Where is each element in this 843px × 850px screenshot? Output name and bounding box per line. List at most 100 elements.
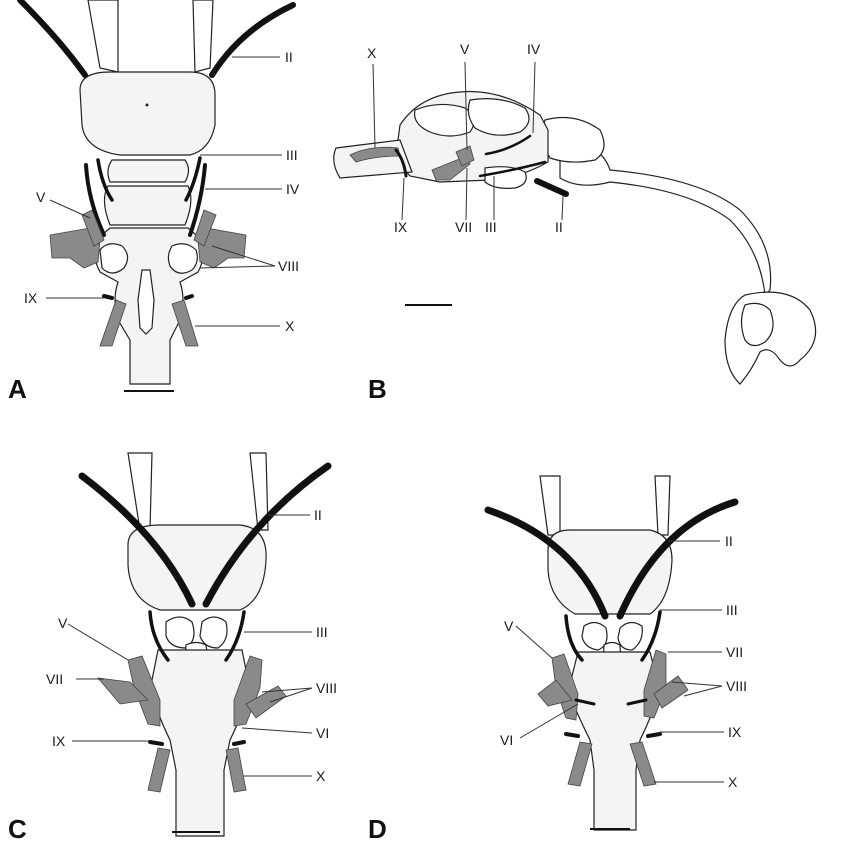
c-nerve-ix-left	[148, 740, 164, 746]
c-nerve-ii-right	[202, 462, 332, 608]
d-nerve-vi-left	[574, 698, 596, 706]
c-label-x: X	[316, 768, 326, 784]
b-label-iv: IV	[527, 41, 541, 57]
a-cerebellum	[103, 185, 192, 226]
a-label-x: X	[285, 318, 295, 334]
b-leader-v	[464, 61, 468, 151]
b-label-x: X	[367, 45, 377, 61]
d-nerve-ix-left	[564, 732, 580, 738]
a-leader-viii-2	[199, 265, 276, 269]
c-leader-viii-2	[269, 687, 313, 703]
a-auricle-left	[99, 243, 129, 274]
a-nerve-iv-left	[84, 163, 106, 237]
c-nerve-iii-right	[224, 610, 246, 662]
a-fourth-ventricle	[137, 269, 155, 335]
a-auricle-right	[167, 243, 198, 274]
panel-d: II III V VII VIII VI IX X D	[368, 475, 747, 844]
b-hypothalamus	[484, 166, 527, 189]
c-nerve-vii-left	[97, 677, 149, 705]
d-tract-stems	[539, 475, 671, 536]
b-label-v: V	[460, 41, 470, 57]
a-nerve-x-right	[171, 299, 199, 347]
a-label-iii: III	[286, 147, 298, 163]
b-label-ix: IX	[394, 219, 408, 235]
a-nerve-ix-left	[102, 294, 114, 300]
c-label-ix: IX	[52, 733, 66, 749]
panel-c: II V III VII VIII IX VI X C	[8, 452, 337, 844]
d-hindbrain	[567, 651, 661, 831]
d-nerve-ix-right	[646, 732, 662, 738]
c-label-viii: VIII	[316, 680, 337, 696]
a-nerve-ix-right	[184, 294, 194, 300]
a-nerve-v-trunk-right	[193, 209, 217, 247]
b-label-ii: II	[555, 219, 563, 235]
b-leader-ix	[401, 177, 405, 221]
c-nerve-iii-left	[148, 610, 170, 662]
b-panel-letter: B	[368, 374, 387, 404]
b-leader-ii	[561, 195, 564, 221]
b-nerve-v	[455, 145, 475, 167]
c-nerve-v-right	[233, 655, 263, 727]
d-label-vi: VI	[500, 732, 513, 748]
a-tract-stems	[87, 0, 214, 73]
a-label-ii: II	[285, 49, 293, 65]
d-label-x: X	[728, 774, 738, 790]
a-nerve-iii-right	[184, 156, 202, 202]
d-leader-v	[515, 625, 553, 659]
b-nerve-ix	[394, 148, 408, 178]
d-leader-viii-2	[683, 685, 723, 697]
d-leader-vi	[519, 703, 579, 739]
a-nerve-ii-left	[17, 0, 88, 78]
a-label-v: V	[36, 189, 46, 205]
c-tract-stems	[127, 452, 269, 531]
c-nerve-ii-left	[78, 472, 196, 608]
d-label-viii: VIII	[726, 678, 747, 694]
b-leader-vii	[465, 167, 468, 221]
b-eye-inner	[740, 302, 774, 347]
d-nerve-ii-right	[616, 498, 739, 620]
c-label-ii: II	[314, 507, 322, 523]
d-leader-viii-1	[671, 681, 723, 687]
b-label-iii: III	[485, 219, 497, 235]
d-nerve-ii-left	[484, 506, 609, 620]
a-midline-dot	[145, 103, 149, 107]
c-label-iii: III	[316, 624, 328, 640]
b-nerve-iii	[478, 160, 547, 178]
b-optic-tectum	[467, 98, 530, 136]
c-optic-lobes	[165, 616, 228, 649]
a-nerve-ii-right	[209, 2, 296, 78]
d-nerve-vi-right	[626, 698, 648, 706]
c-leader-v	[67, 623, 129, 661]
a-nerve-iv-right	[188, 163, 207, 237]
d-label-iii: III	[726, 602, 738, 618]
panel-a: II III IV V VIII IX X A	[8, 0, 300, 404]
d-nerve-iii-right	[640, 610, 662, 662]
c-nerve-x-right	[225, 747, 247, 793]
c-panel-letter: C	[8, 814, 27, 844]
c-nerve-ix-right	[232, 740, 246, 746]
b-nerve-ii	[534, 178, 569, 197]
d-nerve-viii-left	[537, 679, 573, 707]
panel-b: X V IV IX VII III II B	[333, 41, 817, 404]
b-nerve-iv	[484, 134, 532, 156]
c-leader-viii-1	[261, 687, 313, 693]
b-label-vii: VII	[455, 219, 472, 235]
d-nerve-x-right	[629, 741, 657, 787]
a-leader-v	[49, 199, 91, 219]
a-diencephalon	[79, 71, 216, 156]
b-leader-iv	[532, 61, 536, 134]
a-label-viii: VIII	[278, 258, 299, 274]
b-cerebellum-folds	[413, 103, 475, 137]
c-leader-vi	[241, 727, 313, 734]
d-panel-letter: D	[368, 814, 387, 844]
d-label-v: V	[504, 618, 514, 634]
b-posterior-lobe	[541, 117, 605, 163]
b-optic-stalk	[559, 143, 772, 297]
c-nerve-x-left	[147, 747, 171, 793]
c-diencephalon	[127, 524, 267, 611]
b-eye-cup	[724, 291, 817, 385]
a-nerve-x-left	[99, 299, 127, 347]
c-label-vi: VI	[316, 725, 329, 741]
a-nerve-v-trunk-left	[81, 209, 105, 247]
